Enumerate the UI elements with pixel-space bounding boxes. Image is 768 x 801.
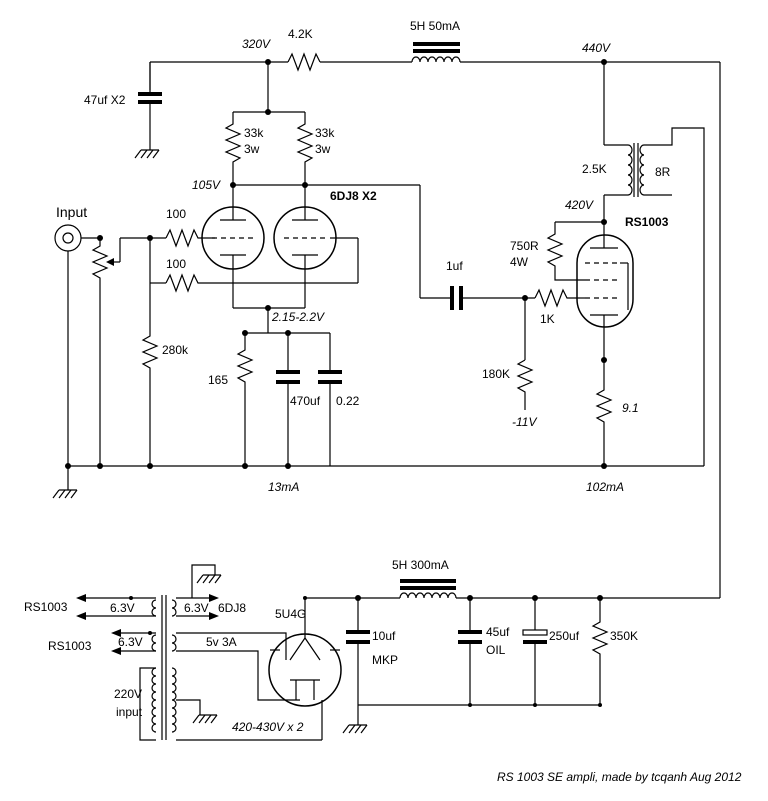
output-transformer <box>603 62 705 466</box>
label-6-3v-a: 6.3V <box>110 601 135 615</box>
label-100-b: 100 <box>166 257 186 271</box>
label-2-15v: 2.15-2.2V <box>271 310 325 324</box>
label-350k: 350K <box>610 629 638 643</box>
label-33k-b: 33k <box>315 126 335 140</box>
label-rs1003-a: RS1003 <box>24 600 68 614</box>
label-105v: 105V <box>192 178 221 192</box>
label-0-22: 0.22 <box>336 394 360 408</box>
label-rs1003-b: RS1003 <box>48 639 92 653</box>
label-420v: 420V <box>565 198 594 212</box>
label-8r: 8R <box>655 165 671 179</box>
label-320v: 320V <box>242 37 271 51</box>
resistor-9-1 <box>595 360 613 466</box>
label-input-ac: input <box>116 705 143 719</box>
label-280k: 280k <box>162 343 189 357</box>
tube-rs1003 <box>546 221 634 360</box>
label-440v: 440V <box>582 41 611 55</box>
label-47uf: 47uf X2 <box>84 93 126 107</box>
choke-5h-50ma <box>411 42 461 63</box>
label-180k: 180K <box>482 367 510 381</box>
junctions <box>65 59 607 707</box>
label-33k-a: 33k <box>244 126 264 140</box>
b-plus-rail <box>149 52 721 598</box>
label-102ma: 102mA <box>586 480 624 494</box>
label-6dj8: 6DJ8 <box>218 601 246 615</box>
label-oil: OIL <box>486 643 506 657</box>
input-jack[interactable] <box>54 224 100 466</box>
label-750r: 750R <box>510 239 539 253</box>
label-rs1003: RS1003 <box>625 215 669 229</box>
resistor-280k <box>141 283 159 466</box>
label-250uf: 250uf <box>549 629 580 643</box>
label-100-a: 100 <box>166 207 186 221</box>
label-13ma: 13mA <box>268 480 299 494</box>
volume-pot[interactable] <box>91 237 166 466</box>
label-6-3v-c: 6.3V <box>118 635 143 649</box>
caption: RS 1003 SE ampli, made by tcqanh Aug 201… <box>497 770 742 784</box>
label-9-1: 9.1 <box>622 401 639 415</box>
label-4w: 4W <box>510 255 529 269</box>
label-4-2k: 4.2K <box>288 27 313 41</box>
label-2-5k: 2.5K <box>582 162 607 176</box>
label-input: Input <box>56 204 87 220</box>
ground-bus <box>52 465 704 499</box>
label-6dj8x2: 6DJ8 X2 <box>330 189 377 203</box>
label-3w-a: 3w <box>244 142 260 156</box>
psu-rail <box>305 579 720 706</box>
label-neg11v: -11V <box>512 415 537 429</box>
psu-caps <box>342 598 609 734</box>
label-choke1: 5H 50mA <box>410 19 460 33</box>
label-6-3v-b: 6.3V <box>184 601 209 615</box>
label-5v3a: 5v 3A <box>206 635 237 649</box>
label-mkp: MKP <box>372 653 398 667</box>
label-3w-b: 3w <box>315 142 331 156</box>
label-choke2: 5H 300mA <box>392 558 449 572</box>
grid-resistors <box>149 228 359 293</box>
label-420-430v: 420-430V x 2 <box>232 720 304 734</box>
capacitor-47uf <box>134 62 162 159</box>
label-220v: 220V <box>114 687 142 701</box>
label-45uf: 45uf <box>486 625 510 639</box>
label-1k: 1K <box>540 312 555 326</box>
coupling-cap-1uf <box>420 286 580 410</box>
rectifier-5u4g <box>268 598 342 707</box>
label-5u4g: 5U4G <box>275 607 306 621</box>
power-transformer <box>76 564 323 741</box>
label-470uf: 470uf <box>290 394 321 408</box>
label-10uf: 10uf <box>372 629 396 643</box>
label-1uf: 1uf <box>446 259 463 273</box>
label-165: 165 <box>208 373 228 387</box>
plate-resistors <box>224 62 421 298</box>
